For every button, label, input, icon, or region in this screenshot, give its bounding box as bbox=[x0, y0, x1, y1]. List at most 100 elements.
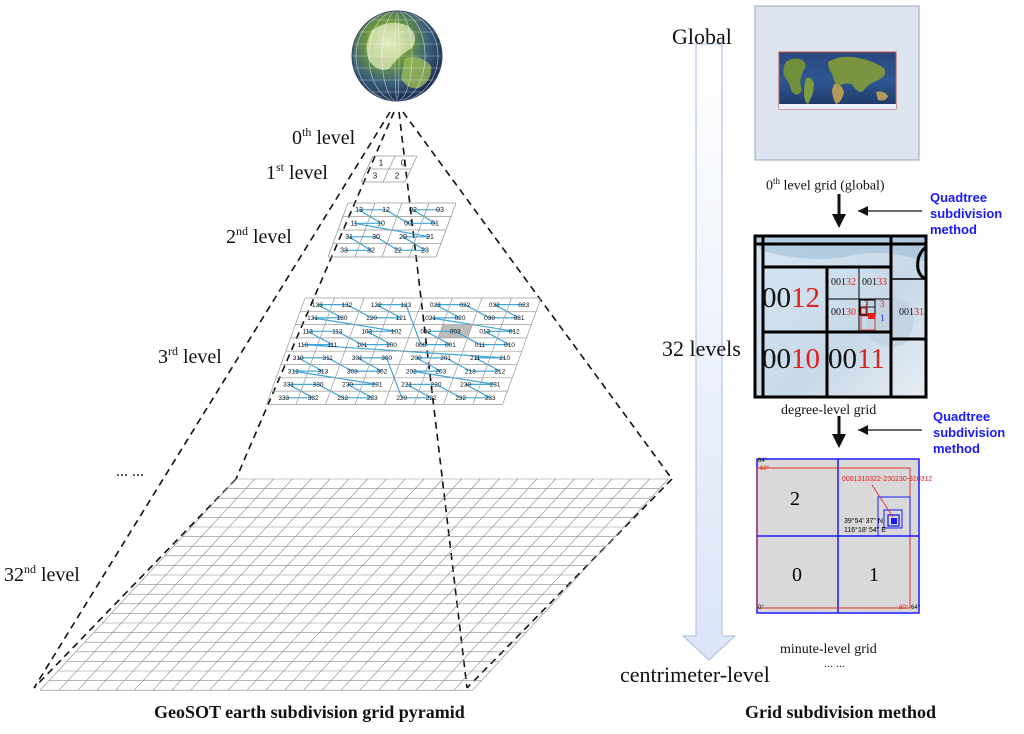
level3-cell-code: 131 bbox=[307, 315, 318, 322]
global-grid-panel bbox=[754, 5, 920, 161]
level3-cell-code: 231 bbox=[372, 382, 383, 389]
level3-cell-code: 013 bbox=[479, 329, 490, 336]
level3-cell-code: 213 bbox=[465, 368, 476, 375]
code-q3: 3 bbox=[880, 299, 885, 309]
level1-cell-code: 0 bbox=[401, 158, 406, 167]
level3-cell-code: 220 bbox=[431, 382, 442, 389]
level1-cell-code: 1 bbox=[379, 158, 384, 167]
centimeter-level-label: centrimeter-level bbox=[620, 662, 770, 687]
level3-cell-code: 120 bbox=[366, 315, 377, 322]
corner-bl: 0° bbox=[758, 605, 764, 611]
level3-cell-code: 302 bbox=[376, 368, 387, 375]
level32-label: 32nd level bbox=[4, 562, 80, 586]
level3-cell-code: 230 bbox=[460, 382, 471, 389]
pyramid-left-edge bbox=[33, 111, 391, 689]
globe-icon bbox=[351, 10, 443, 102]
pyramid-outline bbox=[33, 111, 673, 689]
level3-cell-code: 310 bbox=[293, 355, 304, 362]
pointer-arrow-1 bbox=[858, 206, 922, 216]
corner-tl2: 60° bbox=[760, 466, 770, 472]
pyramid-caption: GeoSOT earth subdivision grid pyramid bbox=[154, 702, 465, 722]
code-00131: 00131 bbox=[899, 307, 924, 318]
code-0011: 0011 bbox=[828, 343, 885, 375]
level2-cell-code: 33 bbox=[340, 248, 348, 255]
level3-cell-code: 210 bbox=[499, 355, 510, 362]
quadrant-0-label: 0 bbox=[792, 564, 802, 586]
code-q1: 1 bbox=[880, 313, 885, 323]
level3-cell-code: 031 bbox=[514, 315, 525, 322]
level32-grid bbox=[39, 478, 669, 691]
level3-cell-code: 221 bbox=[401, 382, 412, 389]
level2-cell-code: 32 bbox=[367, 248, 375, 255]
level2-cell-code: 02 bbox=[409, 207, 417, 214]
level1-grid: 1 0 3 2 bbox=[360, 155, 418, 183]
coord-lat: 39°54' 37" N bbox=[844, 518, 883, 525]
code-q2: 2 bbox=[864, 299, 869, 309]
level3-cell-code: 012 bbox=[509, 329, 520, 336]
code-00130: 00130 bbox=[831, 307, 856, 318]
subdivision-arrow bbox=[681, 43, 737, 661]
level3-cell-code: 102 bbox=[391, 329, 402, 336]
quadtree-label-2: Quadtree subdivision method bbox=[933, 409, 1005, 457]
global-grid-caption: 0th level grid (global) bbox=[766, 176, 885, 194]
level2-label: 2nd level bbox=[226, 224, 292, 248]
level2-cell-code: 10 bbox=[377, 221, 385, 228]
level3-cell-code: 100 bbox=[386, 342, 397, 349]
level3-cell-code: 231 bbox=[490, 382, 501, 389]
level3-cell-code: 020 bbox=[455, 315, 466, 322]
quadrant-1-label: 1 bbox=[869, 564, 879, 586]
level3-cell-code: 332 bbox=[308, 395, 319, 402]
quadtree-label-1: Quadtree subdivision method bbox=[930, 190, 1002, 238]
level2-cell-code: 30 bbox=[372, 234, 380, 241]
level2-cell-code: 23 bbox=[421, 248, 429, 255]
level3-label: 3rd level bbox=[158, 344, 222, 368]
level3-cell-code: 311 bbox=[322, 355, 333, 362]
level3-cell-code: 000 bbox=[416, 342, 427, 349]
level3-cell-code: 201 bbox=[440, 355, 451, 362]
level3-cell-code: 011 bbox=[475, 342, 486, 349]
level2-cell-code: 12 bbox=[382, 207, 390, 214]
level3-cell-code: 232 bbox=[455, 395, 466, 402]
level3-cell-code: 010 bbox=[504, 342, 515, 349]
level3-cell-code: 033 bbox=[518, 302, 529, 309]
level1-cell-code: 2 bbox=[395, 171, 400, 180]
level3-cell-code: 123 bbox=[400, 302, 411, 309]
level3-cell-code: 331 bbox=[283, 382, 294, 389]
full-code-label: 0001310322-230230-310312 bbox=[842, 476, 933, 483]
level3-cell-code: 212 bbox=[494, 368, 505, 375]
level0-label: 0th level bbox=[292, 125, 356, 149]
level2-cell-code: 31 bbox=[345, 234, 353, 241]
level2-cell-code: 20 bbox=[399, 234, 407, 241]
corner-tl: 64° bbox=[758, 458, 768, 464]
level3-cell-code: 232 bbox=[337, 395, 348, 402]
global-label: Global bbox=[672, 24, 732, 49]
quadtree-line2: subdivision bbox=[933, 425, 1006, 440]
level3-cell-code: 023 bbox=[430, 302, 441, 309]
level3-cell-code: 333 bbox=[278, 395, 289, 402]
level3-cell-code: 002 bbox=[420, 329, 431, 336]
level2-cell-code: 00 bbox=[404, 221, 412, 228]
level3-cell-code: 003 bbox=[450, 329, 461, 336]
level3-cell-code: 030 bbox=[484, 315, 495, 322]
degree-grid-caption: degree-level grid bbox=[781, 403, 877, 418]
level2-cell-code: 01 bbox=[431, 221, 439, 228]
level3-cell-code: 220 bbox=[396, 395, 407, 402]
level3-cell-code: 032 bbox=[489, 302, 500, 309]
level3-cell-code: 200 bbox=[411, 355, 422, 362]
level3-cell-code: 203 bbox=[435, 368, 446, 375]
level3-cell-code: 110 bbox=[298, 342, 309, 349]
level3-cell-code: 021 bbox=[425, 315, 436, 322]
minute-grid-caption: minute-level grid bbox=[780, 642, 877, 657]
down-arrow-1 bbox=[832, 194, 846, 228]
level1-cell-code: 3 bbox=[373, 171, 378, 180]
level3-cell-code: 022 bbox=[459, 302, 470, 309]
level3-cell-code: 001 bbox=[445, 342, 456, 349]
pyramid-inner-right-edge bbox=[398, 111, 468, 689]
level3-cell-code: 303 bbox=[347, 368, 358, 375]
level3-cell-code: 122 bbox=[371, 302, 382, 309]
quadrant-2-label: 2 bbox=[790, 488, 800, 510]
level3-cell-code: 230 bbox=[342, 382, 353, 389]
